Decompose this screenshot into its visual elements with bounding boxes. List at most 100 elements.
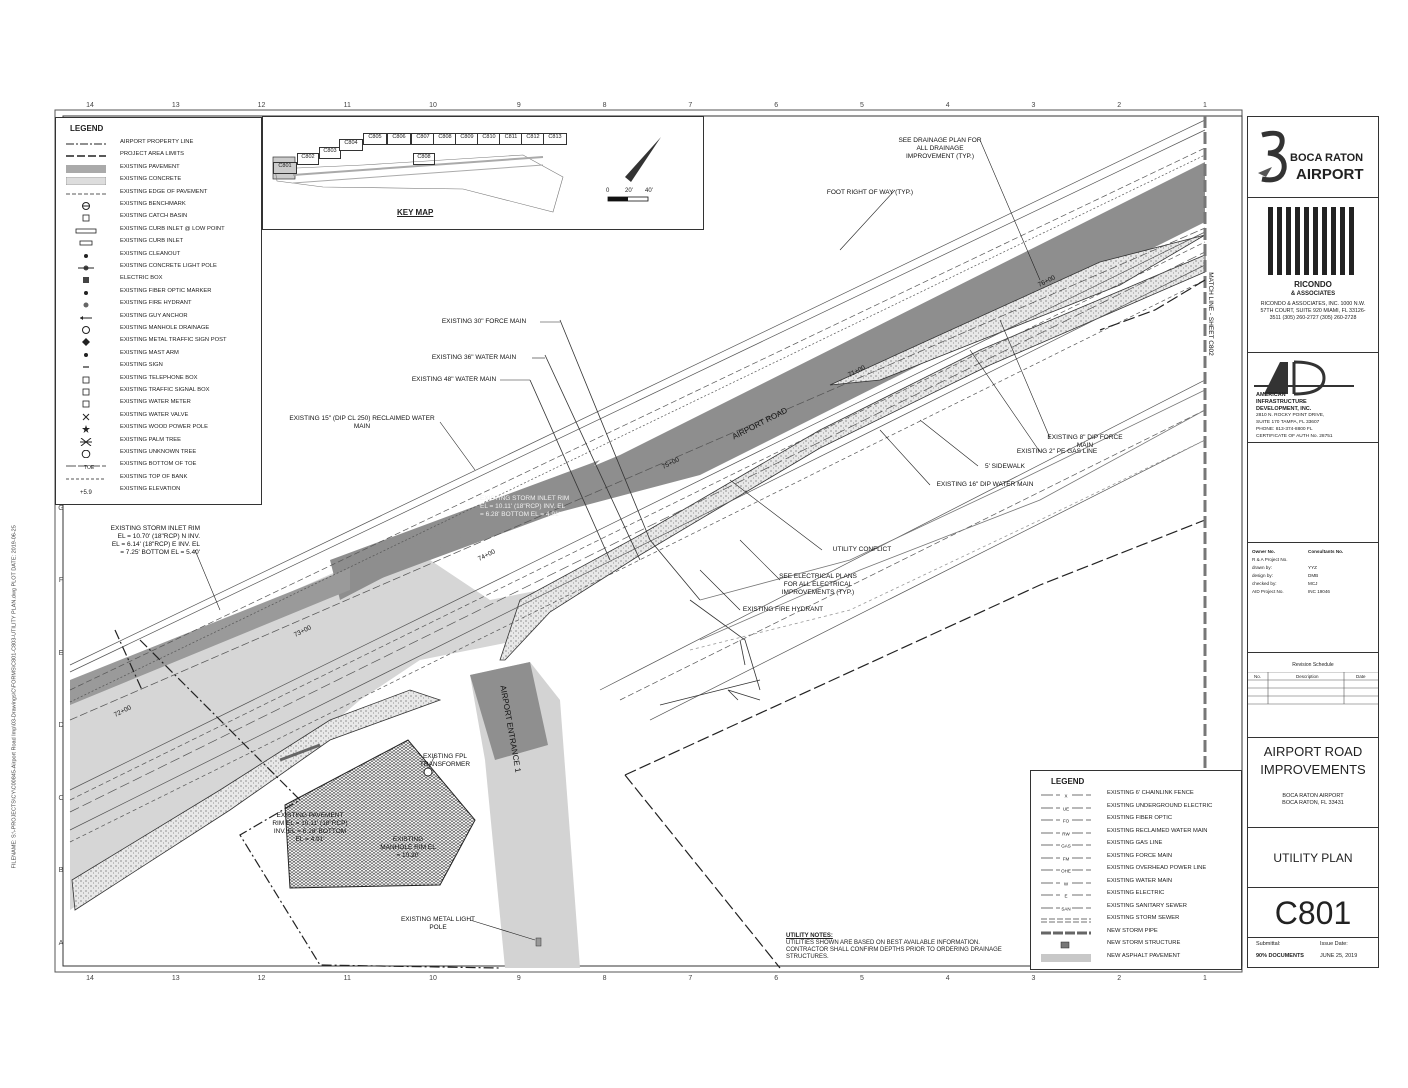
legend2-symbol-icon: E xyxy=(1041,892,1091,899)
key-map-sheet[interactable]: C806 xyxy=(387,133,411,145)
key-map-sheet[interactable]: C809 xyxy=(455,133,479,145)
legend-item-label: EXISTING CATCH BASIN xyxy=(120,213,188,220)
key-map-sheet[interactable]: C802 xyxy=(297,153,319,165)
legend-item-label: EXISTING MAST ARM xyxy=(120,349,179,356)
key-map-sheet[interactable]: C808 xyxy=(433,133,457,145)
legend-item: ELECTRIC BOX xyxy=(56,274,261,286)
blank-cell xyxy=(1248,442,1378,543)
info-cell: Owner No.Consultants No.R & A Project No… xyxy=(1248,542,1378,653)
legend-item: AIRPORT PROPERTY LINE xyxy=(56,138,261,150)
legend-item: EXISTING FIRE HYDRANT xyxy=(56,299,261,311)
key-map-sheet[interactable]: C803 xyxy=(319,147,341,159)
grid-col-label: 3 xyxy=(1031,975,1036,982)
key-map-sheet[interactable]: C810 xyxy=(477,133,501,145)
legend-item-label: EXISTING TRAFFIC SIGNAL BOX xyxy=(120,387,210,393)
legend2-symbol-icon: RW xyxy=(1041,829,1091,836)
legend-item-label: EXISTING PAVEMENT xyxy=(120,163,180,170)
legend2-item-label: EXISTING ELECTRIC xyxy=(1107,890,1165,896)
key-map-sheet[interactable]: C811 xyxy=(499,133,523,145)
grid-row-label: G xyxy=(58,504,64,512)
legend2-item: W EXISTING WATER MAIN xyxy=(1031,877,1241,889)
legend-symbol-icon xyxy=(82,413,90,421)
legend2-code: X xyxy=(1064,794,1067,799)
legend-item-label: EXISTING CLEANOUT xyxy=(120,250,181,257)
legend-symbol-icon xyxy=(84,290,88,295)
legend-item: EXISTING TOP OF BANK xyxy=(56,473,261,485)
legend-item-label: EXISTING SIGN xyxy=(120,362,163,369)
ricondo-sub: & ASSOCIATES xyxy=(1290,291,1336,297)
grid-row-label: B xyxy=(58,867,64,875)
legend2-code: UE xyxy=(1063,806,1069,811)
key-map-sheet[interactable]: C813 xyxy=(543,133,567,145)
legend-item-label: EXISTING PALM TREE xyxy=(120,436,181,443)
legend2-item-label: EXISTING OVERHEAD POWER LINE xyxy=(1107,865,1207,871)
issue-label: Issue Date: xyxy=(1320,941,1348,947)
project-loc1: BOCA RATON AIRPORT xyxy=(1282,793,1344,799)
revision-title: Revision Schedule xyxy=(1292,662,1334,668)
legend-item-label: EXISTING WATER METER xyxy=(120,399,191,406)
legend-item: EXISTING PAVEMENT xyxy=(56,163,261,175)
legend-symbol-icon xyxy=(84,253,88,258)
legend-item: EXISTING CONCRETE xyxy=(56,175,261,187)
legend2-symbol-icon xyxy=(1041,953,1091,962)
scale-20: 20' xyxy=(625,188,633,194)
legend-item-label: EXISTING CONCRETE xyxy=(120,176,182,183)
legend2-item-label: NEW ASPHALT PAVEMENT xyxy=(1107,952,1181,959)
legend2-item-label: EXISTING WATER MAIN xyxy=(1107,877,1173,884)
legend2-symbol-icon xyxy=(1041,931,1091,934)
aid-cell: AMERICAN INFRASTRUCTURE DEVELOPMENT, INC… xyxy=(1248,352,1378,443)
scale-0: 0 xyxy=(606,188,610,194)
legend-item-label: EXISTING FIRE HYDRANT xyxy=(120,300,192,307)
key-map-sheet[interactable]: C812 xyxy=(521,133,545,145)
title-block: BOCA RATON AIRPORT RICONDO & ASSOCIATES … xyxy=(1247,116,1379,968)
legend-item: EXISTING UNKNOWN TREE xyxy=(56,448,261,460)
legend2-symbol-icon: W xyxy=(1041,879,1091,886)
info-row-value: MCJ xyxy=(1308,581,1318,586)
aid-name: AMERICAN INFRASTRUCTURE DEVELOPMENT, INC… xyxy=(1256,392,1312,412)
scale-40: 40' xyxy=(645,188,653,194)
grid-col-label: 7 xyxy=(688,102,693,109)
key-map-sheet[interactable]: C801 xyxy=(273,162,297,174)
legend-symbol-icon xyxy=(66,143,106,145)
legend-item-label: PROJECT AREA LIMITS xyxy=(120,151,184,158)
legend2-code: RW xyxy=(1062,831,1070,836)
info-row-label: AID Project No. xyxy=(1252,589,1284,594)
info-row-value: INC 19046 xyxy=(1308,589,1330,594)
legend2-symbol-icon: GAS xyxy=(1041,842,1091,849)
legend2-item: EXISTING STORM SEWER xyxy=(1031,914,1241,926)
legend2-item: OHE EXISTING OVERHEAD POWER LINE xyxy=(1031,864,1241,876)
grid-col-label: 12 xyxy=(257,975,266,982)
utility-conflict-label: UTILITY CONFLICT xyxy=(832,546,892,553)
grid-col-label: 14 xyxy=(86,975,94,982)
legend2-item-label: EXISTING FORCE MAIN xyxy=(1107,852,1173,859)
key-map-sheet[interactable]: C807 xyxy=(411,133,435,145)
legend2-code: FM xyxy=(1063,856,1070,861)
legend2-item-label: NEW STORM STRUCTURE xyxy=(1107,940,1181,946)
legend2-symbol-icon: OHE xyxy=(1041,867,1091,874)
boca-logo-icon xyxy=(1258,130,1287,183)
legend-item: EXISTING MAST ARM xyxy=(56,349,261,361)
key-map-sheet[interactable]: C808 xyxy=(413,153,435,165)
grid-col-label: 9 xyxy=(516,102,521,109)
legend-item-label: EXISTING TELEPHONE BOX xyxy=(120,374,198,381)
legend-item: EXISTING GUY ANCHOR xyxy=(56,312,261,324)
legend-symbol-icon: TOE xyxy=(66,465,106,470)
legend-item: PROJECT AREA LIMITS xyxy=(56,150,261,162)
legend2-symbol-icon: FM xyxy=(1041,854,1091,861)
legend-symbol-icon xyxy=(75,228,97,234)
key-map-sheet[interactable]: C804 xyxy=(339,139,363,151)
info-row-label: R & A Project No. xyxy=(1252,557,1288,562)
water-main-36-label: EXISTING 36" WATER MAIN xyxy=(431,354,517,361)
submittal-cell: Submittal: 90% DOCUMENTS Issue Date: JUN… xyxy=(1248,937,1378,967)
force-main-30-label: EXISTING 30" FORCE MAIN xyxy=(441,318,527,325)
key-map-sheet[interactable]: C805 xyxy=(363,133,387,145)
legend2-item-label: EXISTING 6' CHAINLINK FENCE xyxy=(1107,790,1194,796)
dip-water-16-label: EXISTING 16" DIP WATER MAIN xyxy=(936,481,1034,488)
grid-row-label: E xyxy=(58,649,64,657)
sheet-number: C801 xyxy=(1274,895,1352,931)
